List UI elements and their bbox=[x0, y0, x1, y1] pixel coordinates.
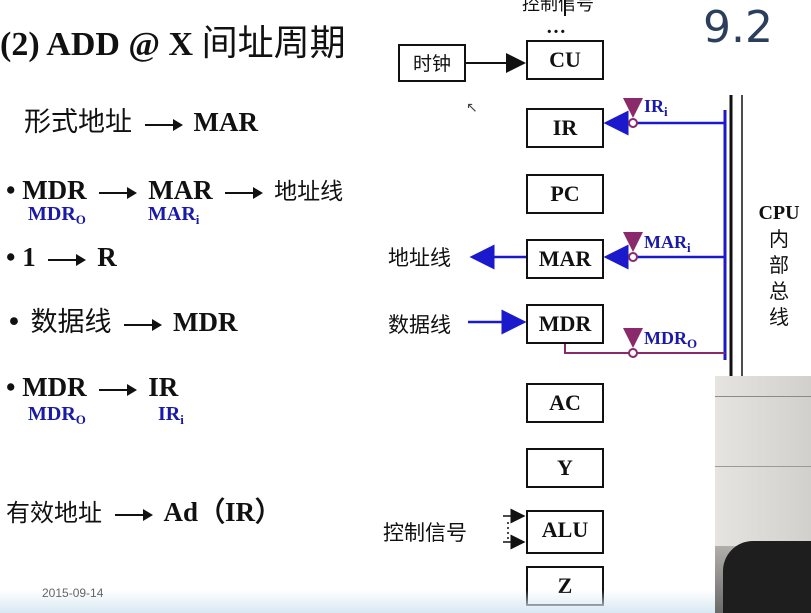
arrow-icon bbox=[48, 253, 87, 266]
mdr-gate bbox=[628, 348, 638, 358]
webcam-overlay bbox=[715, 376, 811, 613]
step-6-from: 有效地址 bbox=[6, 499, 102, 527]
mdr-bus-line bbox=[564, 342, 725, 354]
register-mar: MAR bbox=[526, 239, 604, 279]
slide-title: (2) ADD @ X 间址周期 bbox=[0, 14, 346, 66]
address-line-label: 地址线 bbox=[388, 246, 451, 270]
register-mdr: MDR bbox=[526, 304, 604, 344]
step-4-from: • 数据线 bbox=[6, 307, 112, 338]
data-line-label: 数据线 bbox=[388, 313, 451, 337]
step-6: 有效地址 Ad（IR） bbox=[6, 490, 282, 529]
ir-gate bbox=[628, 118, 638, 128]
register-y: Y bbox=[526, 448, 604, 488]
mar-gate bbox=[628, 252, 638, 262]
step-2-signal-2: MARi bbox=[148, 203, 200, 227]
mouse-cursor-icon: ↖ bbox=[466, 100, 478, 116]
cu-control-signal-label: 控制信号 bbox=[522, 0, 594, 15]
arrow-icon bbox=[225, 186, 264, 199]
step-4: • 数据线 MDR bbox=[6, 300, 238, 339]
slide-date: 2015-09-14 bbox=[42, 586, 104, 600]
clock-box: 时钟 bbox=[398, 44, 466, 82]
bottom-decoration bbox=[0, 590, 715, 613]
bus-label: CPU 内 部 总 线 bbox=[758, 202, 800, 329]
step-5: • MDR IR bbox=[6, 372, 178, 403]
register-ac: AC bbox=[526, 383, 604, 423]
step-4-to: MDR bbox=[173, 307, 238, 337]
title-cn: 间址周期 bbox=[201, 23, 346, 64]
signal-mdr-out: MDRO bbox=[644, 328, 698, 351]
step-3-to: R bbox=[97, 242, 117, 272]
arrow-icon bbox=[124, 318, 163, 331]
slide-number: 9.2 bbox=[703, 2, 773, 53]
step-5-to: IR bbox=[148, 372, 179, 402]
cu-dots: … bbox=[546, 16, 566, 38]
step-6-to: Ad（IR） bbox=[163, 497, 283, 527]
alu-control-signal-label: 控制信号 bbox=[383, 521, 467, 545]
step-5-signal-1: MDRO bbox=[28, 403, 86, 427]
step-5-from: • MDR bbox=[6, 372, 87, 402]
step-3-from: • 1 bbox=[6, 242, 36, 272]
title-prefix: (2) ADD @ X bbox=[0, 26, 194, 63]
arrow-icon bbox=[99, 186, 138, 199]
step-2-signal-1: MDRO bbox=[28, 203, 86, 227]
step-2: • MDR MAR 地址线 bbox=[6, 172, 343, 206]
signal-mar-in: MARi bbox=[644, 232, 691, 255]
arrow-icon bbox=[144, 118, 183, 131]
step-1-to: MAR bbox=[193, 107, 258, 137]
signal-ir-in: IRi bbox=[644, 96, 668, 119]
register-alu: ALU bbox=[526, 510, 604, 554]
register-cu: CU bbox=[526, 40, 604, 80]
register-pc: PC bbox=[526, 174, 604, 214]
arrow-icon bbox=[114, 508, 153, 521]
step-2-from: • MDR bbox=[6, 175, 87, 205]
step-1-from: 形式地址 bbox=[24, 107, 132, 138]
step-5-signal-2: IRi bbox=[158, 403, 184, 427]
step-3: • 1 R bbox=[6, 242, 117, 273]
step-1: 形式地址 MAR bbox=[24, 100, 258, 139]
register-ir: IR bbox=[526, 108, 604, 148]
step-2-mid: MAR bbox=[148, 175, 213, 205]
step-2-to: 地址线 bbox=[274, 179, 344, 205]
arrow-icon bbox=[99, 383, 138, 396]
